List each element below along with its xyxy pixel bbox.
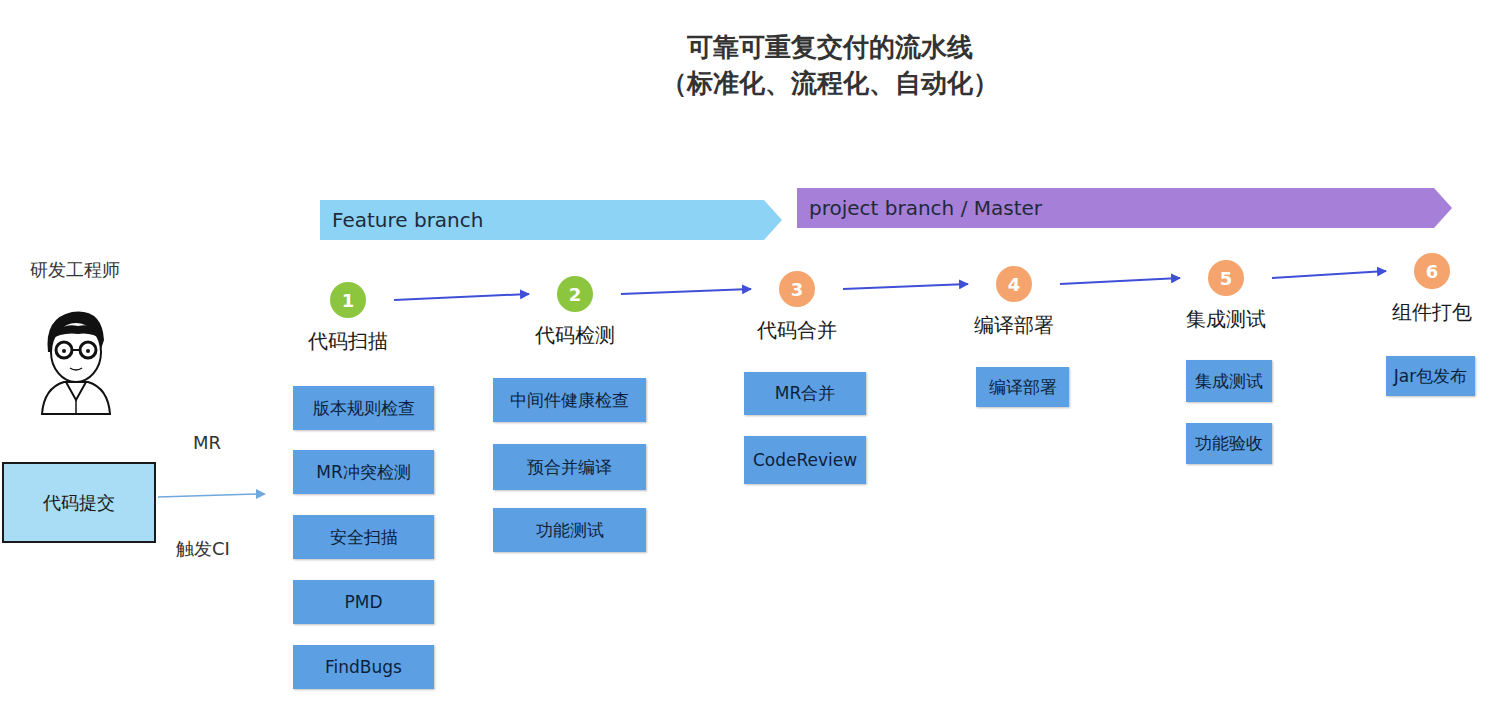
- task-box: 预合并编译: [493, 444, 646, 490]
- box-label: FindBugs: [325, 657, 402, 677]
- stage-node: 5 集成测试: [1182, 260, 1270, 333]
- box-label: 功能测试: [536, 519, 604, 542]
- plain-label: MR: [193, 432, 221, 453]
- task-box: FindBugs: [293, 645, 434, 689]
- stage-node: 3 代码合并: [753, 271, 841, 344]
- plain-label: 触发CI: [176, 537, 230, 561]
- stage-node: 1 代码扫描: [304, 282, 392, 355]
- stage-node: 6 组件打包: [1388, 253, 1476, 326]
- task-box: 功能验收: [1186, 423, 1272, 464]
- stage-node: 2 代码检测: [531, 276, 619, 349]
- flow-arrow: [1060, 278, 1180, 284]
- stage-heading: 集成测试: [1186, 306, 1266, 333]
- engineer-figure: [42, 312, 110, 414]
- flow-arrow: [843, 284, 968, 289]
- commit-arrow: [158, 489, 266, 499]
- box-label: MR合并: [775, 382, 835, 405]
- task-box: PMD: [293, 580, 434, 624]
- flow-arrow: [1272, 271, 1386, 278]
- task-box: CodeReview: [744, 436, 866, 484]
- stage-heading: 代码扫描: [308, 328, 388, 355]
- flow-arrow: [621, 289, 751, 294]
- box-label: 功能验收: [1195, 432, 1263, 455]
- task-box: 功能测试: [493, 508, 646, 552]
- box-label: 安全扫描: [330, 526, 398, 549]
- box-label: 集成测试: [1195, 370, 1263, 393]
- box-label: 中间件健康检查: [510, 389, 629, 412]
- step-circle: 3: [779, 271, 815, 307]
- task-box: Jar包发布: [1386, 356, 1475, 396]
- box-label: 编译部署: [989, 376, 1057, 399]
- task-box: 安全扫描: [293, 515, 434, 559]
- branch-band: project branch / Master: [797, 188, 1452, 228]
- branch-band: Feature branch: [320, 200, 782, 240]
- plain-label: 研发工程师: [30, 258, 120, 282]
- task-box: 集成测试: [1186, 360, 1272, 402]
- box-label: PMD: [344, 592, 382, 612]
- step-circle: 4: [996, 266, 1032, 302]
- box-label: MR冲突检测: [316, 461, 410, 484]
- step-circle: 5: [1208, 260, 1244, 296]
- band-fill: [797, 188, 1452, 228]
- diagram-title: 可靠可重复交付的流水线: [687, 30, 973, 65]
- stage-node: 4 编译部署: [970, 266, 1058, 339]
- band-label: project branch / Master: [797, 188, 1452, 228]
- step-circle: 2: [557, 276, 593, 312]
- box-label: 版本规则检查: [313, 397, 415, 420]
- box-label: CodeReview: [753, 450, 857, 470]
- stage-heading: 组件打包: [1392, 299, 1472, 326]
- stage-heading: 代码检测: [535, 322, 615, 349]
- task-box: MR冲突检测: [293, 450, 434, 494]
- flow-arrow: [394, 294, 529, 300]
- band-fill: [320, 200, 782, 240]
- step-circle: 6: [1414, 253, 1450, 289]
- commit-box: 代码提交: [2, 462, 156, 543]
- stage-heading: 代码合并: [757, 317, 837, 344]
- box-label: 代码提交: [43, 491, 115, 515]
- stage-heading: 编译部署: [974, 312, 1054, 339]
- subtitle: （标准化、流程化、自动化）: [661, 66, 999, 101]
- task-box: MR合并: [744, 372, 866, 415]
- band-label: Feature branch: [320, 200, 782, 240]
- box-label: Jar包发布: [1394, 365, 1467, 388]
- task-box: 中间件健康检查: [493, 378, 646, 422]
- task-box: 编译部署: [976, 367, 1069, 407]
- step-circle: 1: [330, 282, 366, 318]
- task-box: 版本规则检查: [293, 386, 434, 430]
- box-label: 预合并编译: [527, 456, 612, 479]
